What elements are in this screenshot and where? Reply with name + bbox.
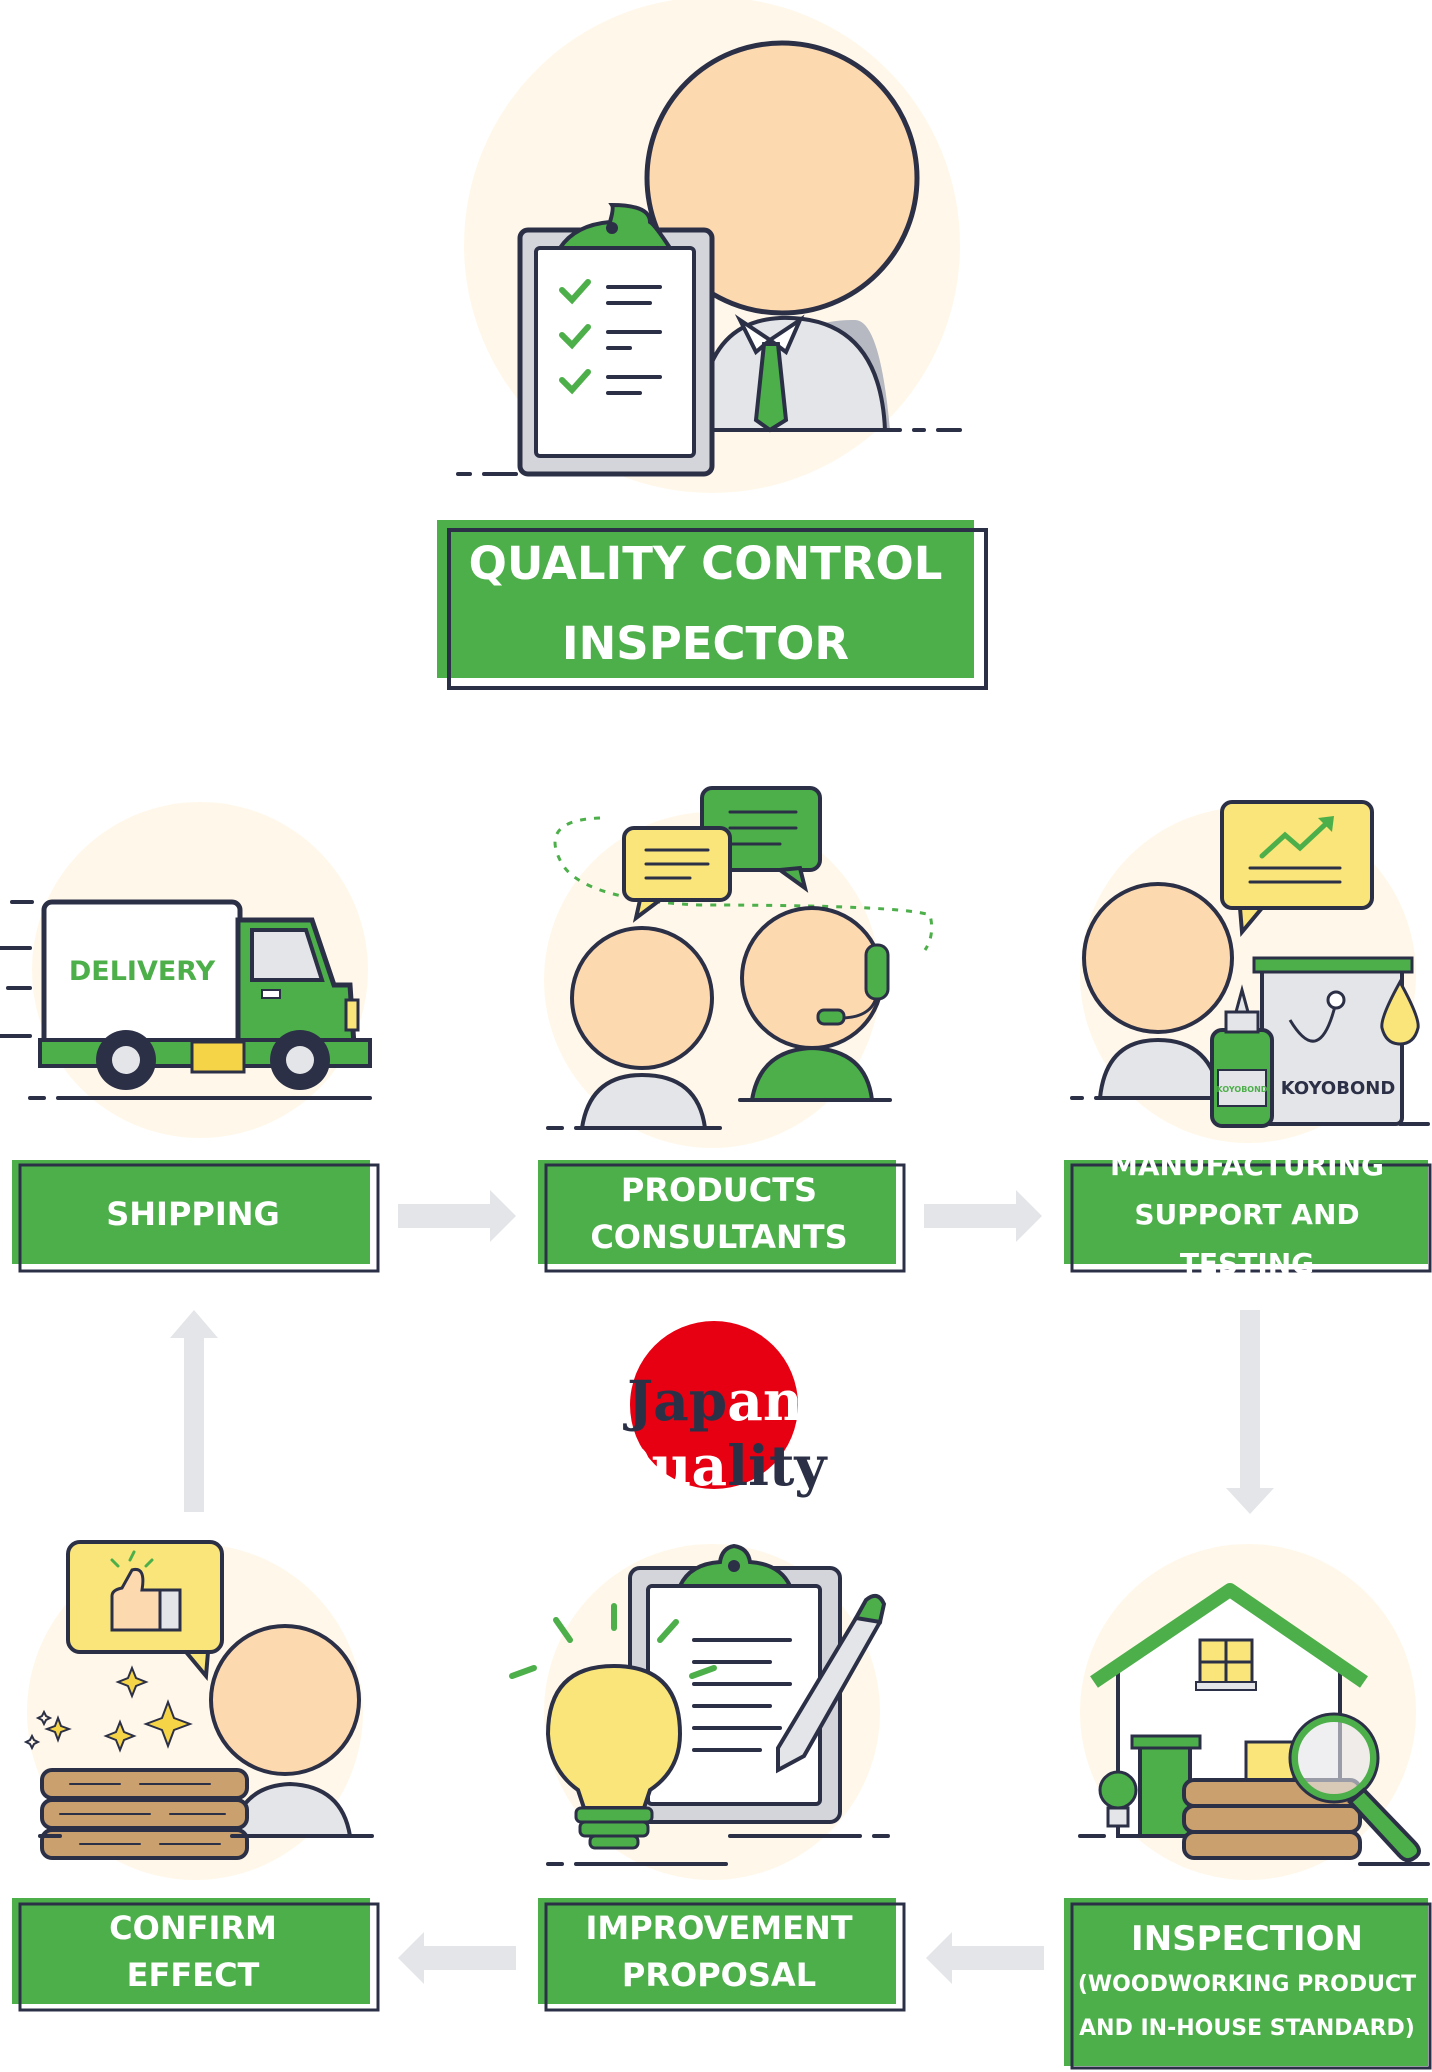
flow-arrows: [170, 1190, 1274, 1984]
step-shipping: SHIPPING: [12, 1160, 374, 1268]
arrow-left-1: [926, 1932, 1044, 1984]
improvement-line-2: PROPOSAL: [621, 1956, 817, 1994]
step-inspection: INSPECTION (WOODWORKING PRODUCT AND IN-H…: [1064, 1900, 1430, 2066]
shipping-label: SHIPPING: [106, 1194, 280, 1233]
logo-part-3: lity: [727, 1433, 827, 1498]
step-products-consultants: PRODUCTS CONSULTANTS: [538, 1160, 900, 1268]
inspector-illustration: [456, 0, 962, 493]
inspection-line-2: (WOODWORKING PRODUCT: [1077, 1972, 1417, 1997]
consultants-illustration: [544, 786, 934, 1148]
truck-illustration: DELIVERY: [0, 802, 372, 1138]
improvement-illustration: [509, 1543, 890, 1880]
japan-red-circle: [630, 1321, 798, 1489]
inspection-line-3: AND IN-HOUSE STANDARD): [1079, 2016, 1415, 2041]
confirm-line-1: CONFIRM: [109, 1909, 277, 1947]
title-quality-control-inspector: QUALITY CONTROL INSPECTOR: [437, 525, 974, 683]
arrow-up: [170, 1310, 218, 1512]
logo-part-1: Jap: [627, 1368, 728, 1433]
step-boxes: [12, 1160, 1432, 2070]
improvement-line-1: IMPROVEMENT: [585, 1909, 853, 1947]
truck-delivery-text: DELIVERY: [69, 956, 216, 987]
title-box-outline: [447, 528, 988, 690]
inspection-illustration: [1078, 1544, 1430, 1880]
step-improvement-proposal: IMPROVEMENT PROPOSAL: [538, 1898, 900, 2006]
title-line-1: QUALITY CONTROL: [468, 537, 943, 590]
title-line-2: INSPECTOR: [561, 617, 850, 670]
arrow-down: [1226, 1310, 1274, 1514]
japan-quality-logo: Japan Quality: [550, 1368, 880, 1498]
bottle-label: KOYOBOND: [1217, 1085, 1268, 1094]
logo-part-2: an Qua: [603, 1368, 803, 1498]
inspection-line-1: INSPECTION: [1131, 1919, 1363, 1959]
can-label: KOYOBOND: [1281, 1078, 1396, 1099]
confirm-illustration: [23, 1540, 374, 1880]
title-box-fill: [437, 520, 974, 678]
products-line-2: CONSULTANTS: [590, 1218, 848, 1256]
confirm-line-2: EFFECT: [126, 1956, 260, 1994]
manufacturing-illustration: KOYOBOND KOYOBOND: [1070, 800, 1430, 1143]
step-manufacturing: MANUFACTURING SUPPORT AND TESTING: [1064, 1149, 1430, 1280]
arrow-left-2: [398, 1932, 516, 1984]
manufacturing-line-1: MANUFACTURING: [1109, 1148, 1385, 1182]
manufacturing-line-2: SUPPORT AND TESTING: [1134, 1197, 1360, 1280]
step-confirm-effect: CONFIRM EFFECT: [12, 1898, 374, 2006]
products-line-1: PRODUCTS: [620, 1171, 818, 1209]
arrow-right-2: [924, 1190, 1042, 1242]
arrow-right-1: [398, 1190, 516, 1242]
